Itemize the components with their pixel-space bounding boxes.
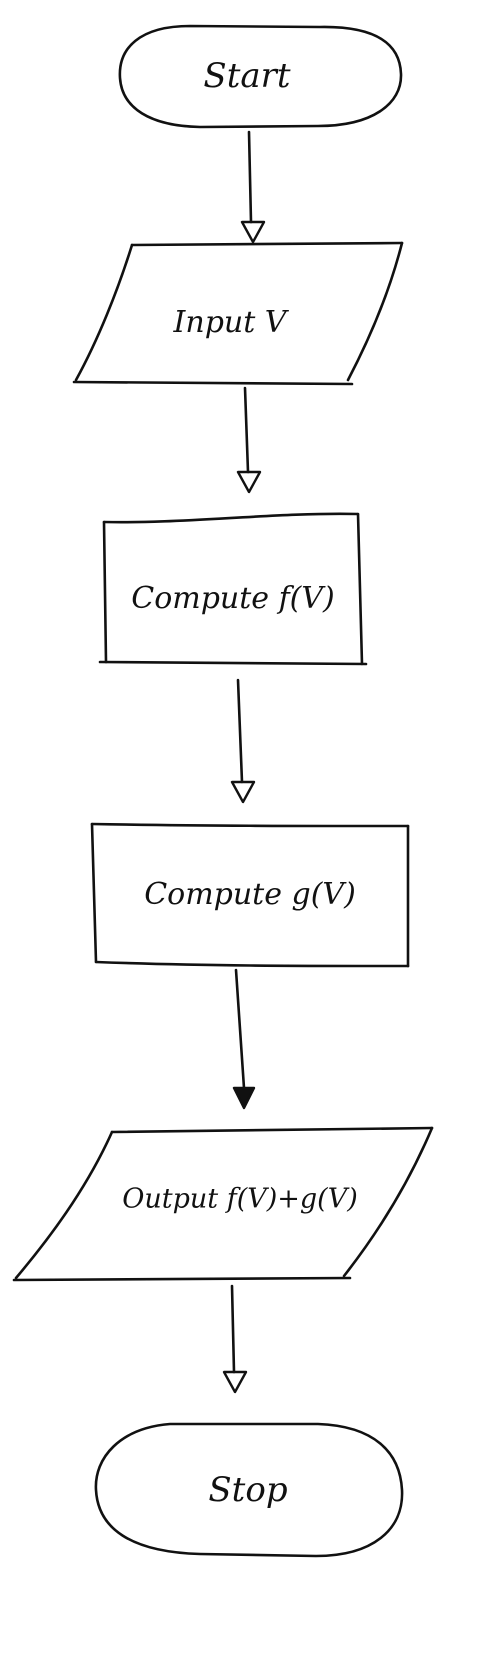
output-label: Output f(V)+g(V) (122, 1184, 358, 1215)
compute-f-node: Compute f(V) (98, 512, 368, 666)
input-node: Input V (72, 241, 404, 386)
start-node: Start (118, 24, 403, 129)
arrow-input-to-compute-f (236, 386, 262, 494)
arrow-start-to-input (240, 130, 266, 244)
arrow-compute-g-to-output (232, 968, 256, 1110)
output-node: Output f(V)+g(V) (12, 1126, 434, 1282)
input-label: Input V (173, 305, 290, 340)
stop-label: Stop (208, 1470, 287, 1510)
arrow-compute-f-to-compute-g (230, 678, 256, 804)
compute-g-node: Compute g(V) (90, 822, 410, 968)
arrow-output-to-stop (222, 1284, 248, 1394)
stop-node: Stop (94, 1422, 404, 1558)
compute-g-label: Compute g(V) (144, 877, 356, 912)
start-label: Start (203, 56, 290, 96)
compute-f-label: Compute f(V) (131, 581, 335, 616)
